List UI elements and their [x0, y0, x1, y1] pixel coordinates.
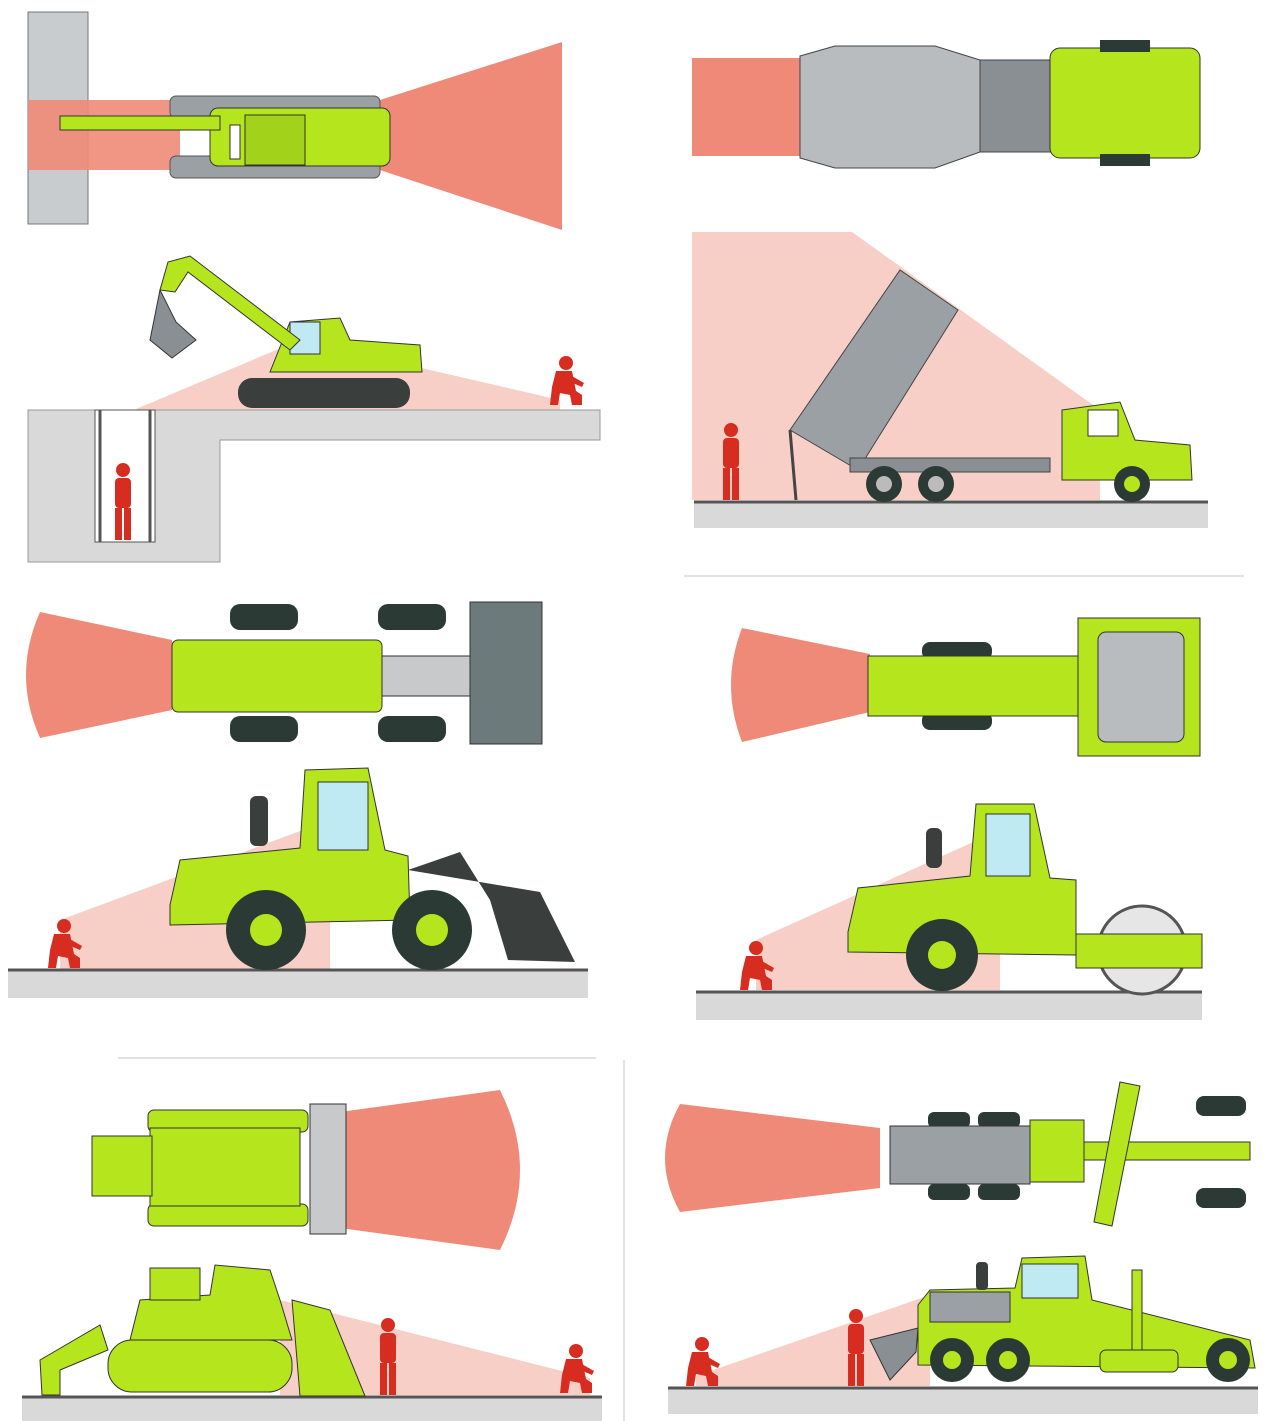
grader-blade — [1100, 1350, 1178, 1372]
blind-zone-rear — [665, 1104, 880, 1212]
motor-grader-elevation-view — [668, 1256, 1258, 1414]
ground — [22, 1397, 602, 1421]
excavator-elevation-view — [28, 256, 600, 562]
motor-grader-plan-view — [665, 1082, 1250, 1226]
excavator-track — [238, 378, 410, 408]
ground — [696, 992, 1202, 1020]
roller-body-plan — [868, 656, 1078, 716]
excavator-plan-view — [28, 12, 562, 230]
grader-engine-plan — [890, 1126, 1030, 1184]
roller-elevation-view — [696, 804, 1202, 1020]
dump-truck-panel — [692, 40, 1208, 528]
ripper — [40, 1325, 108, 1395]
dump-truck-plan-view — [692, 40, 1200, 168]
exhaust-stack — [926, 828, 942, 868]
motor-grader-panel — [665, 1082, 1258, 1414]
blind-zone-front — [380, 42, 562, 230]
ripper-plan — [92, 1136, 152, 1196]
wheel-loader-plan-view — [26, 602, 542, 744]
wheel-loader-elevation-view — [8, 768, 588, 998]
roller-plan-view — [731, 618, 1200, 756]
chassis-plan — [980, 60, 1052, 152]
bulldozer-blade-plan — [310, 1104, 346, 1234]
roller-drum-plan — [1098, 632, 1184, 742]
wheel-loader-panel — [8, 602, 588, 998]
roller-panel — [696, 618, 1202, 1020]
grader-engine — [930, 1292, 1010, 1322]
dump-body-plan — [800, 46, 980, 168]
exhaust-stack — [250, 796, 268, 846]
excavator-arm-plan — [60, 116, 220, 130]
bulldozer-elevation-view — [22, 1265, 602, 1421]
excavator-bucket — [150, 290, 196, 358]
blind-zone-rear — [26, 612, 172, 738]
grader-cab — [1022, 1264, 1078, 1298]
bulldozer-plan-view — [92, 1090, 520, 1250]
roller-cab — [986, 814, 1030, 876]
bulldozer-panel — [22, 1090, 602, 1421]
bulldozer-track — [108, 1340, 292, 1392]
bulldozer-body-plan — [150, 1128, 300, 1206]
bulldozer-cab — [150, 1268, 200, 1300]
loader-bucket-plan — [470, 602, 542, 744]
blind-zone-front — [340, 1090, 520, 1250]
loader-body-plan — [172, 640, 382, 712]
loader-arms-plan — [382, 656, 472, 696]
truck-cab-plan — [1050, 48, 1200, 158]
excavator-panel — [28, 12, 600, 562]
loader-cab — [318, 782, 368, 850]
ground — [694, 502, 1208, 528]
blind-zone-rear — [692, 58, 812, 156]
worker-crouching — [550, 356, 584, 405]
ground — [668, 1388, 1258, 1414]
dump-truck-elevation-view — [692, 232, 1208, 528]
blind-zone-rear — [28, 100, 180, 170]
grader-cab-plan — [1030, 1120, 1084, 1182]
ground — [8, 970, 588, 998]
blind-zone-rear — [731, 628, 870, 742]
